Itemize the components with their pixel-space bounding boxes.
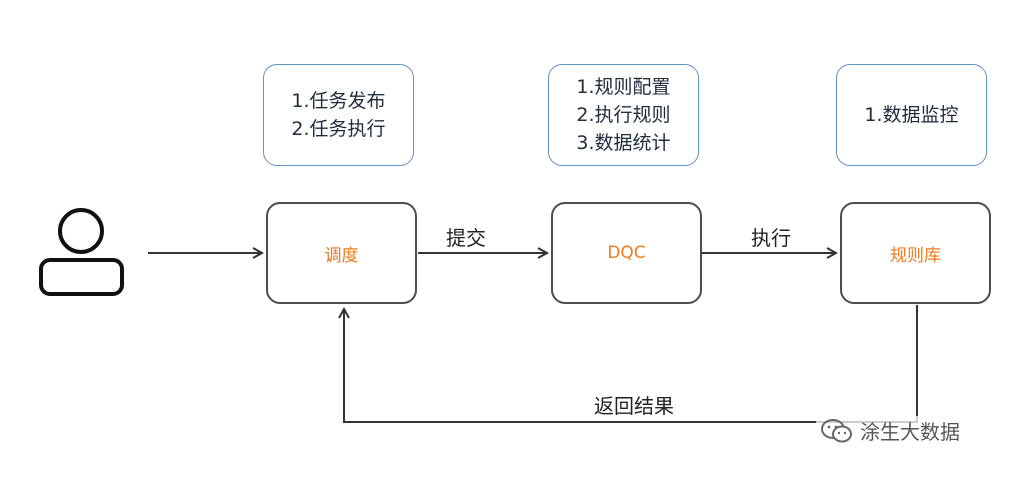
rulebase-note-line: 1.数据监控 [864,104,959,126]
submit-label: 提交 [446,226,486,250]
scheduler-node: 调度 [266,202,417,304]
dqc-note: 1.规则配置 2.执行规则 3.数据统计 [548,64,699,166]
return-result-label: 返回结果 [594,394,674,418]
watermark-text: 涂生大数据 [860,420,960,444]
watermark: 涂生大数据 [816,416,964,445]
rulebase-note: 1.数据监控 [836,64,987,166]
dqc-note-line: 2.执行规则 [576,104,671,126]
execute-label: 执行 [751,226,791,250]
dqc-node: DQC [551,202,702,304]
dqc-note-line: 1.规则配置 [576,76,671,98]
user-icon [39,208,124,296]
scheduler-note-line: 2.任务执行 [291,118,386,140]
dqc-note-line: 3.数据统计 [576,132,671,154]
scheduler-node-label: 调度 [324,245,359,266]
scheduler-note: 1.任务发布 2.任务执行 [263,64,414,166]
return-result-arrow [344,305,918,423]
scheduler-note-line: 1.任务发布 [291,90,386,112]
dqc-node-label: DQC [607,243,646,263]
rulebase-node: 规则库 [840,202,991,304]
wechat-icon [821,418,852,442]
rulebase-node-label: 规则库 [890,245,941,266]
